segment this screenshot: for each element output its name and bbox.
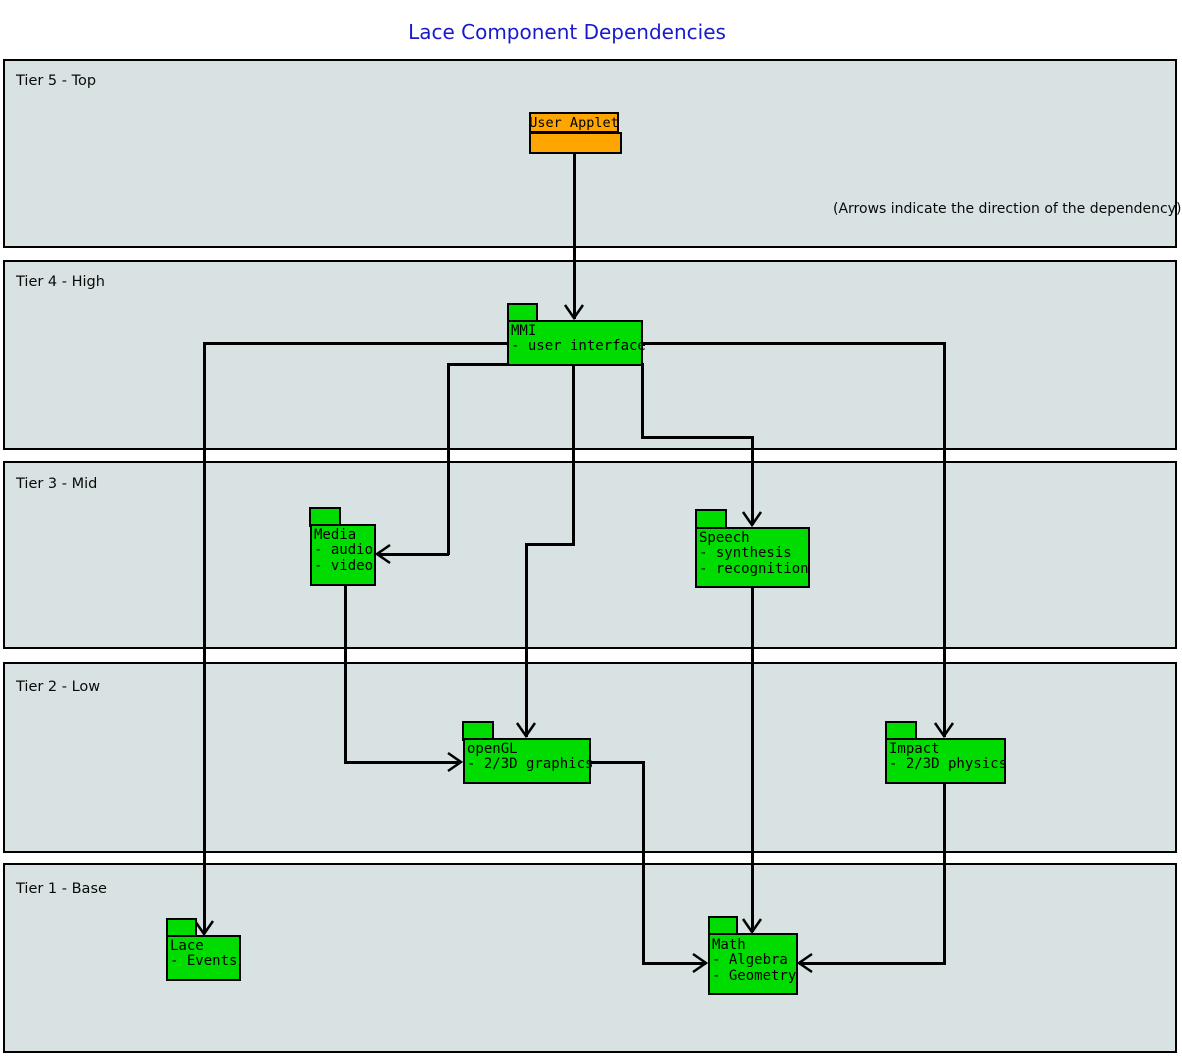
user-applet-body-box [529, 132, 622, 154]
edge-mmi-to-speech [751, 436, 754, 525]
package-body [463, 738, 591, 784]
package-body [166, 935, 241, 981]
edge-mmi-to-opengl [525, 543, 528, 737]
edge-opengl-to-math [589, 761, 645, 764]
user-applet-label-box: User Applet [529, 112, 619, 133]
package-item: - 2/3D physics [889, 756, 1008, 772]
edge-impact-to-math [943, 782, 946, 965]
edge-opengl-to-math [642, 761, 645, 965]
edge-mmi-to-lace [203, 342, 508, 345]
tier-4-label: Tier 4 - High [16, 274, 105, 290]
arrowhead-down-icon [741, 511, 763, 527]
package-title: MMI [511, 322, 537, 339]
tier-1-label: Tier 1 - Base [16, 881, 107, 897]
package-title: Impact [889, 740, 940, 757]
edge-mmi-to-opengl [572, 363, 575, 545]
arrowhead-right-icon [692, 952, 708, 974]
edge-speech-to-math [751, 587, 754, 932]
arrowhead-down-icon [563, 304, 585, 320]
arrowhead-down-icon [515, 722, 537, 738]
package-item: - Events [170, 953, 238, 969]
package-item: - synthesis [699, 545, 792, 561]
tier-3-label: Tier 3 - Mid [16, 476, 98, 492]
edge-media-to-opengl [344, 584, 347, 764]
tier-band-3 [3, 461, 1177, 649]
package-body [507, 320, 643, 366]
arrowhead-down-icon [933, 722, 955, 738]
edge-opengl-to-math [642, 962, 706, 965]
edge-mmi-to-media [377, 553, 449, 556]
arrowhead-left-icon [375, 543, 391, 565]
package-item: - Geometry [712, 967, 797, 984]
edge-mmi-to-impact [641, 342, 946, 345]
tier-2-label: Tier 2 - Low [16, 679, 101, 695]
edge-mmi-to-lace [203, 342, 206, 934]
package-title: openGL [467, 740, 518, 757]
package-body [310, 524, 376, 586]
package-item: - audio [314, 542, 374, 558]
package-item: - video [314, 557, 374, 574]
package-title: Math [712, 936, 746, 953]
arrowhead-down-icon [741, 918, 763, 934]
arrowhead-down-icon [193, 920, 215, 936]
package-body [708, 933, 798, 995]
edge-mmi-to-speech [641, 363, 644, 439]
edge-mmi-to-media [447, 363, 450, 555]
diagram-title: Lace Component Dependencies [408, 20, 726, 44]
dependency-direction-note: (Arrows indicate the direction of the de… [833, 201, 1182, 217]
edge-impact-to-math [799, 962, 946, 965]
package-title: Speech [699, 529, 750, 546]
edge-media-to-opengl [344, 761, 460, 764]
tier-5-label: Tier 5 - Top [16, 73, 97, 89]
edge-mmi-to-impact [943, 342, 946, 737]
package-title: Media [314, 526, 357, 543]
arrowhead-left-icon [797, 952, 813, 974]
package-item: - 2/3D graphics [467, 756, 594, 772]
edge-user-applet-to-mmi [573, 153, 576, 319]
edge-mmi-to-speech [641, 436, 754, 439]
package-item: - Algebra [712, 952, 788, 968]
edge-mmi-to-opengl [525, 543, 575, 546]
package-item: - user interface [511, 338, 646, 354]
arrowhead-right-icon [447, 751, 463, 773]
package-title: Lace [170, 937, 204, 954]
package-item: - recognition [699, 560, 809, 577]
package-body [885, 738, 1006, 784]
package-body [695, 527, 810, 588]
edge-mmi-to-media [447, 363, 509, 366]
